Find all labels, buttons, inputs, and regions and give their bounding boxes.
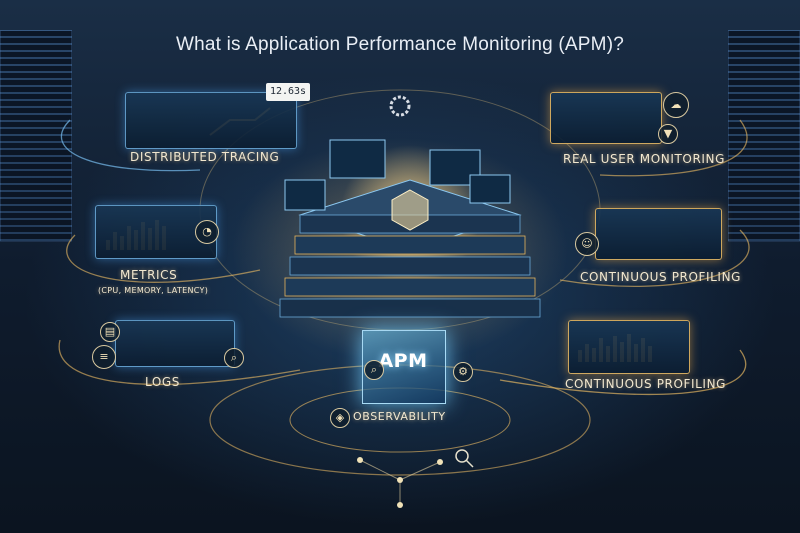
logs-panel — [115, 320, 235, 367]
link-tracing — [60, 119, 201, 172]
funnel-icon: ▼ — [658, 124, 678, 144]
center-monitor-1 — [329, 139, 386, 179]
apm-label: APM — [378, 350, 428, 372]
document-icon: ▤ — [100, 322, 120, 342]
server-layer-4 — [284, 277, 536, 297]
continuous-profiling-bottom-panel — [568, 320, 690, 374]
real-user-monitoring-panel — [550, 92, 662, 144]
logs-label: Logs — [145, 375, 181, 389]
magnifier-handle — [465, 459, 474, 468]
server-rack-left — [0, 30, 72, 242]
network-link-1 — [359, 459, 401, 481]
users-icon: ☺ — [575, 232, 599, 256]
real-user-monitoring-label: Real User Monitoring — [563, 152, 726, 166]
network-node — [397, 477, 403, 483]
tracing-latency-badge: 12.63s — [266, 83, 310, 101]
gear-icon — [389, 95, 411, 117]
server-layer-3 — [289, 256, 531, 276]
network-node — [397, 502, 403, 508]
server-layer-5 — [279, 298, 541, 318]
observability-label: Observability — [353, 410, 446, 423]
apm-magnifier-icon: ⌕ — [364, 360, 384, 380]
crystal-cube-icon — [391, 189, 429, 231]
network-link-2 — [399, 461, 441, 481]
gauge-icon: ◔ — [195, 220, 219, 244]
apm-cube — [362, 330, 446, 404]
server-layer-2 — [294, 235, 526, 255]
link-logs — [58, 339, 301, 386]
server-rack-right — [728, 30, 800, 242]
network-node — [437, 459, 443, 465]
database-icon: ≡ — [92, 345, 116, 369]
link-rum — [599, 119, 748, 177]
metrics-label: Metrics — [120, 268, 178, 282]
link-profiling-bottom — [499, 349, 747, 396]
link-metrics — [66, 234, 261, 283]
distributed-tracing-label: Distributed Tracing — [130, 150, 280, 164]
continuous-profiling-top-label: Continuous Profiling — [580, 270, 742, 284]
continuous-profiling-bottom-label: Continuous Profiling — [565, 377, 727, 391]
logs-magnifier-icon: ⌕ — [224, 348, 244, 368]
magnifier-icon — [455, 449, 469, 463]
center-monitor-2 — [429, 149, 481, 186]
link-profiling-top — [559, 229, 750, 287]
observability-icon: ◈ — [330, 408, 350, 428]
center-monitor-4 — [469, 174, 511, 204]
metrics-sublabel: (CPU, Memory, Latency) — [98, 286, 209, 295]
cloud-icon: ☁ — [663, 92, 689, 118]
center-monitor-3 — [284, 179, 326, 211]
page-title: What is Application Performance Monitori… — [175, 34, 625, 55]
distributed-tracing-panel — [125, 92, 297, 149]
apm-settings-icon: ⚙ — [453, 362, 473, 382]
continuous-profiling-top-panel — [595, 208, 722, 260]
network-node — [357, 457, 363, 463]
